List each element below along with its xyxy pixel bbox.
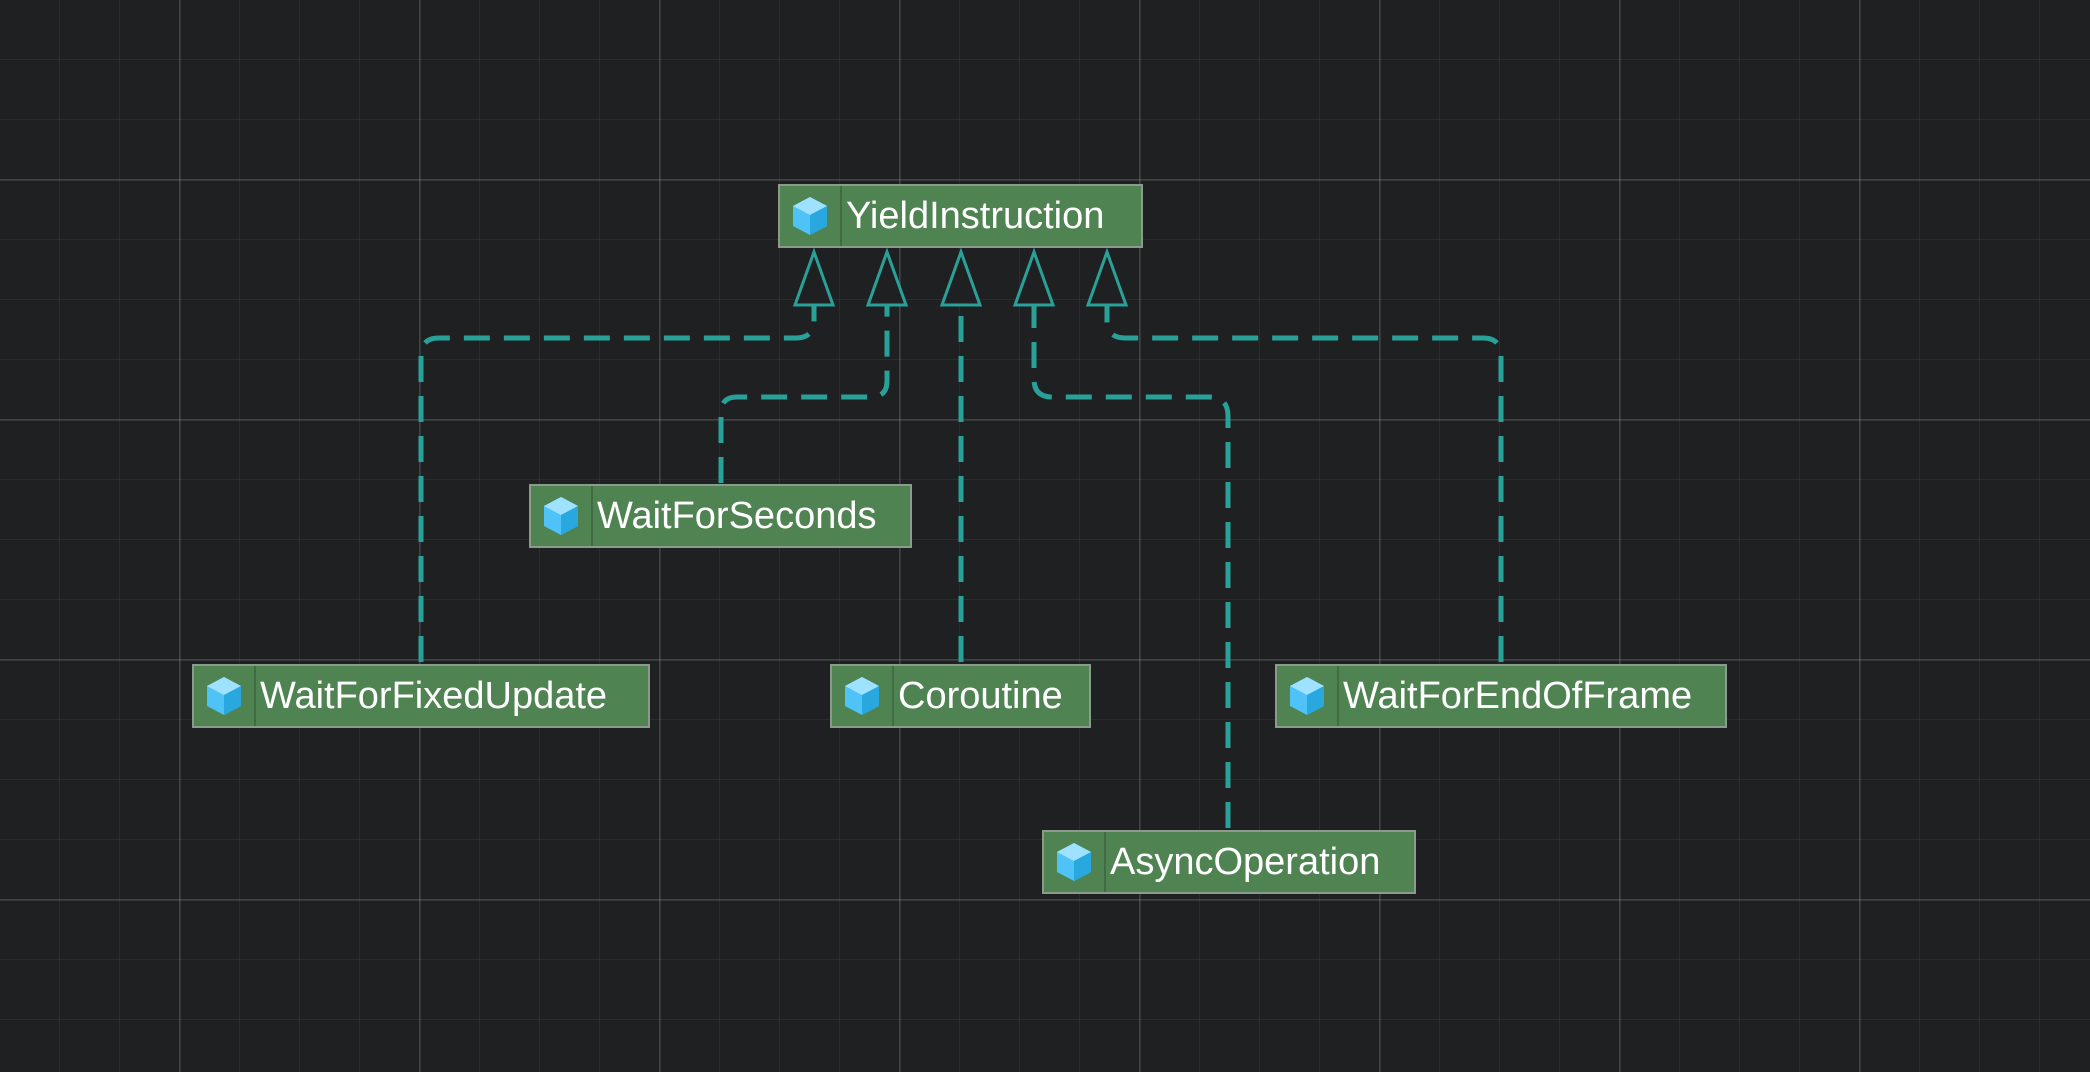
class-cube-icon bbox=[780, 186, 842, 246]
node-label: WaitForFixedUpdate bbox=[260, 675, 608, 717]
class-cube-icon bbox=[1277, 666, 1339, 726]
edge-wait-for-seconds bbox=[718, 305, 890, 483]
node-label: WaitForEndOfFrame bbox=[1343, 675, 1693, 717]
node-async-operation[interactable]: AsyncOperation bbox=[1042, 830, 1416, 894]
edge-wait-for-end-of-frame bbox=[1104, 305, 1504, 662]
class-cube-icon bbox=[832, 666, 894, 726]
node-label: AsyncOperation bbox=[1110, 841, 1381, 883]
class-cube-icon bbox=[194, 666, 256, 726]
node-wait-for-end-of-frame[interactable]: WaitForEndOfFrame bbox=[1275, 664, 1727, 728]
edge-async-operation bbox=[1031, 305, 1231, 828]
node-coroutine[interactable]: Coroutine bbox=[830, 664, 1091, 728]
node-wait-for-fixed-update[interactable]: WaitForFixedUpdate bbox=[192, 664, 650, 728]
class-cube-icon bbox=[531, 486, 593, 546]
inheritance-arrowhead bbox=[1012, 247, 1056, 307]
node-label: YieldInstruction bbox=[846, 195, 1105, 237]
inheritance-arrowhead bbox=[1085, 247, 1129, 307]
node-yield-instruction[interactable]: YieldInstruction bbox=[778, 184, 1143, 248]
node-wait-for-seconds[interactable]: WaitForSeconds bbox=[529, 484, 912, 548]
node-label: WaitForSeconds bbox=[597, 495, 877, 537]
node-label: Coroutine bbox=[898, 675, 1063, 717]
inheritance-arrowhead bbox=[792, 247, 836, 307]
class-cube-icon bbox=[1044, 832, 1106, 892]
inheritance-arrowhead bbox=[865, 247, 909, 307]
inheritance-arrowhead bbox=[939, 247, 983, 307]
